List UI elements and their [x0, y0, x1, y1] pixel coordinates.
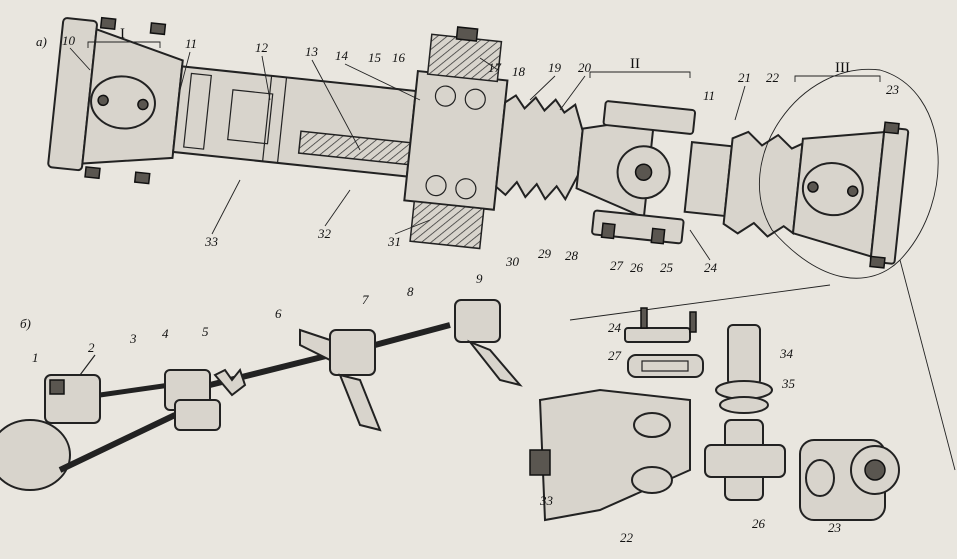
callout-16: 16 [392, 50, 406, 65]
section-I-label: I [120, 26, 125, 42]
callout-11b: 11 [703, 88, 715, 103]
callout-b-6: 6 [275, 306, 282, 321]
section-III-label: III [835, 60, 850, 76]
callout-11: 11 [185, 36, 197, 51]
protective-boot [495, 94, 584, 202]
callout-19: 19 [548, 60, 562, 75]
callouts-b: 1 2 3 4 5 6 7 8 9 [32, 271, 483, 365]
exploded-detail [529, 307, 900, 522]
callout-29: 29 [538, 246, 552, 261]
callout-22: 22 [766, 70, 780, 85]
detail-circle [759, 68, 939, 279]
section-brackets [87, 41, 881, 82]
callout-27: 27 [610, 258, 624, 273]
driveline-layout-b [0, 299, 523, 491]
callout-15: 15 [368, 50, 382, 65]
callout-b-8: 8 [407, 284, 414, 299]
callouts-top: 10 11 12 13 14 15 16 17 18 19 20 11 21 2… [62, 33, 900, 103]
callouts-bottom-a: 33 32 31 30 29 28 27 26 25 24 [204, 226, 718, 275]
callout-28: 28 [565, 248, 579, 263]
callout-b-5: 5 [202, 324, 209, 339]
callout-30: 30 [505, 254, 520, 269]
section-II-label: II [630, 56, 640, 72]
support-rubber-bottom [409, 200, 485, 250]
rear-drive-shaft [374, 322, 451, 348]
callout-18: 18 [512, 64, 526, 79]
callout-d-23: 23 [828, 520, 842, 535]
callout-32: 32 [317, 226, 332, 241]
panel-b-label: б) [20, 316, 31, 331]
callout-d-27: 27 [608, 348, 622, 363]
callout-b-9: 9 [476, 271, 483, 286]
front-axle-housing [0, 419, 71, 491]
callout-25: 25 [660, 260, 674, 275]
callout-d-33: 33 [539, 493, 554, 508]
callout-b-7: 7 [362, 292, 369, 307]
lock-plate [624, 327, 691, 343]
middle-axle [329, 329, 376, 376]
leader-lines [69, 47, 746, 261]
callout-d-22: 22 [620, 530, 634, 545]
callout-26: 26 [630, 260, 644, 275]
callout-b-3: 3 [129, 331, 137, 346]
callout-21: 21 [738, 70, 751, 85]
callout-20: 20 [578, 60, 592, 75]
callout-b-2: 2 [88, 340, 95, 355]
callout-d-26: 26 [752, 516, 766, 531]
second-boot [722, 130, 804, 238]
sliding-yoke [538, 388, 691, 522]
callout-d-35: 35 [781, 376, 796, 391]
callout-24: 24 [704, 260, 718, 275]
callout-10: 10 [62, 33, 76, 48]
callout-31: 31 [387, 234, 401, 249]
callout-12: 12 [255, 40, 269, 55]
rear-axle [454, 299, 501, 343]
callout-14: 14 [335, 48, 349, 63]
callouts-detail: 24 27 34 35 33 22 26 23 [539, 320, 842, 545]
callout-b-4: 4 [162, 326, 169, 341]
callout-33: 33 [204, 234, 219, 249]
gasket [627, 354, 704, 378]
shaft-assembly-a [47, 16, 910, 269]
callout-23: 23 [886, 82, 900, 97]
needle-bearing-cup [727, 324, 761, 386]
callout-d-34: 34 [779, 346, 794, 361]
callout-d-24: 24 [608, 320, 622, 335]
callout-b-1: 1 [32, 350, 39, 365]
panel-a-label: а) [36, 34, 47, 49]
panel-labels: а) б) I II III [20, 26, 850, 331]
callout-13: 13 [305, 44, 319, 59]
